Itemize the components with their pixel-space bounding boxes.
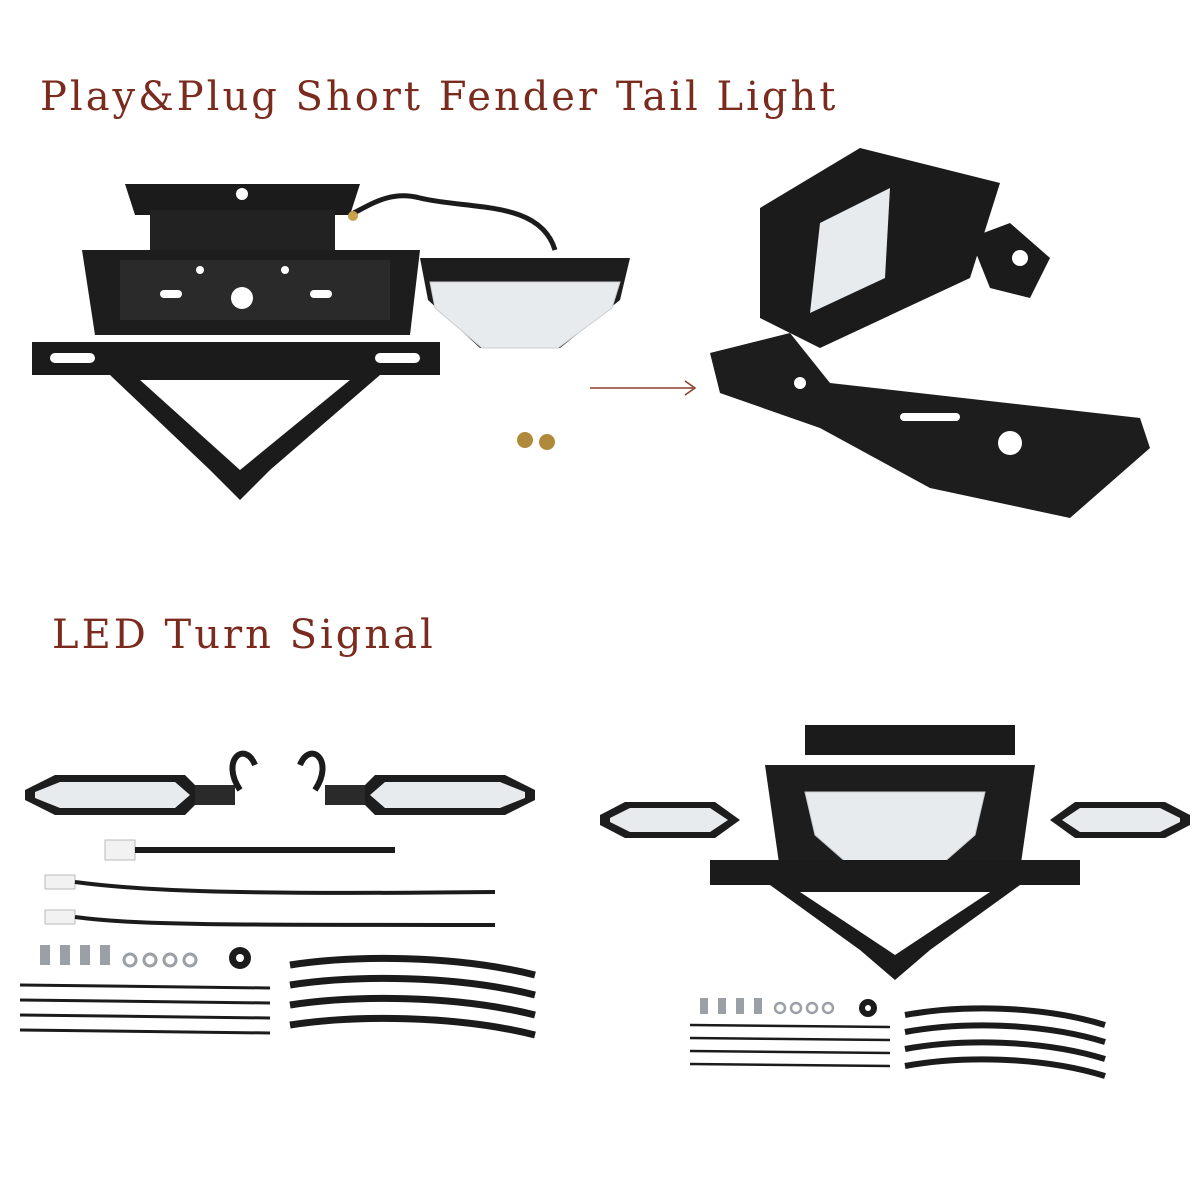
section-heading-turn-signal: LED Turn Signal [52,612,436,658]
arrow-icon [590,380,697,396]
turn-signal-parts-image [19,750,536,1039]
fender-bracket-installed-image [710,148,1150,518]
fender-bracket-kit-image [32,184,630,500]
full-assembly-image [600,725,1190,1079]
section-heading-tail-light: Play&Plug Short Fender Tail Light [40,74,839,120]
